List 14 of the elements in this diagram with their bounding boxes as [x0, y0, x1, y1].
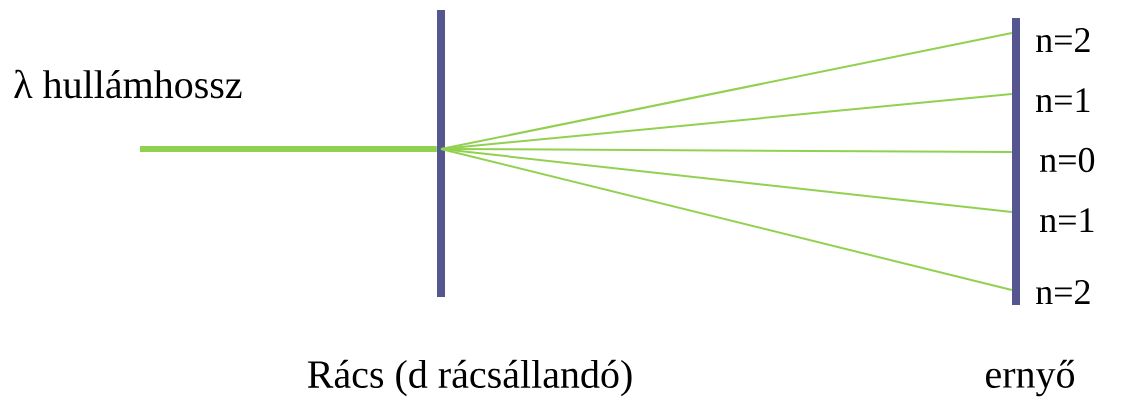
order-label: n=1 — [1036, 88, 1090, 112]
diffracted-ray — [440, 148, 1013, 291]
order-label: n=1 — [1040, 208, 1094, 232]
light-beam — [140, 146, 437, 152]
grating-label: Rács (d rácsállandó) — [307, 359, 632, 397]
screen-bar — [1012, 18, 1020, 305]
diffracted-ray — [440, 32, 1013, 150]
grating-bar — [437, 10, 445, 297]
order-label: n=0 — [1040, 147, 1095, 173]
order-label: n=2 — [1036, 28, 1090, 52]
order-label: n=2 — [1036, 280, 1090, 304]
diffracted-ray — [440, 148, 1013, 213]
wavelength-label: λ hullámhossz — [14, 69, 242, 99]
screen-label: ernyő — [986, 359, 1075, 397]
